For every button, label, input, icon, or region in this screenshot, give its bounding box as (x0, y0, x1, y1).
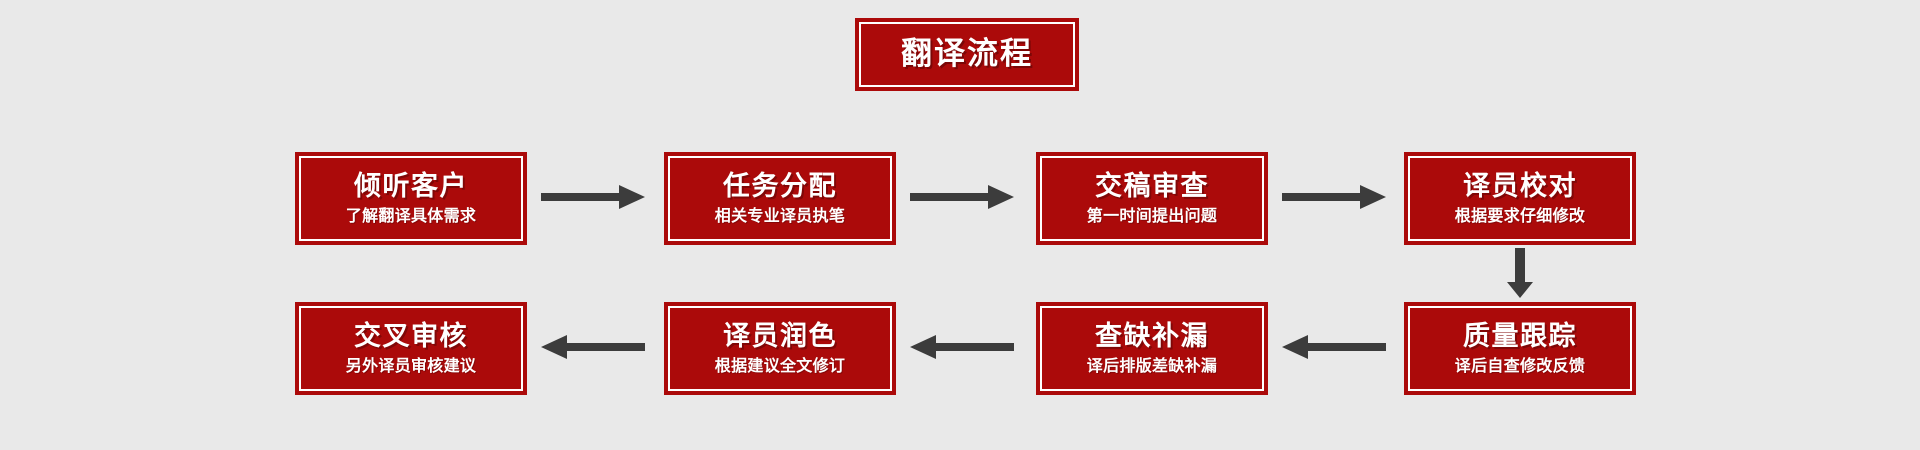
process-step-1-subtitle: 了解翻译具体需求 (345, 205, 477, 225)
process-step-4-subtitle: 根据要求仔细修改 (1454, 205, 1586, 225)
arrow-down-icon (1506, 248, 1534, 298)
process-step-6-subtitle: 译后排版差缺补漏 (1086, 355, 1218, 375)
process-step-6-inner: 查缺补漏 译后排版差缺补漏 (1040, 306, 1264, 391)
process-step-3-subtitle: 第一时间提出问题 (1086, 205, 1218, 225)
arrow-right-icon (1282, 183, 1386, 211)
process-step-2-subtitle: 相关专业译员执笔 (714, 205, 846, 225)
process-step-4-title: 译员校对 (1463, 171, 1577, 203)
process-step-4-inner: 译员校对 根据要求仔细修改 (1408, 156, 1632, 241)
process-step-5-subtitle: 译后自查修改反馈 (1454, 355, 1586, 375)
process-step-1-title: 倾听客户 (354, 171, 468, 203)
process-step-5-title: 质量跟踪 (1463, 321, 1577, 353)
arrow-left-icon (1282, 333, 1386, 361)
process-step-3[interactable]: 交稿审查 第一时间提出问题 (1036, 152, 1268, 245)
process-step-6-title: 查缺补漏 (1095, 321, 1209, 353)
process-step-8-inner: 交叉审核 另外译员审核建议 (299, 306, 523, 391)
process-step-1-inner: 倾听客户 了解翻译具体需求 (299, 156, 523, 241)
flowchart-title-box: 翻译流程 (855, 18, 1079, 91)
process-step-5[interactable]: 质量跟踪 译后自查修改反馈 (1404, 302, 1636, 395)
arrow-left-icon (541, 333, 645, 361)
process-step-2[interactable]: 任务分配 相关专业译员执笔 (664, 152, 896, 245)
process-step-8-subtitle: 另外译员审核建议 (345, 355, 477, 375)
page-title: 翻译流程 (901, 36, 1033, 73)
process-step-1[interactable]: 倾听客户 了解翻译具体需求 (295, 152, 527, 245)
process-step-3-inner: 交稿审查 第一时间提出问题 (1040, 156, 1264, 241)
process-step-5-inner: 质量跟踪 译后自查修改反馈 (1408, 306, 1632, 391)
title-box-inner: 翻译流程 (859, 22, 1075, 87)
process-step-2-title: 任务分配 (723, 171, 837, 203)
arrow-left-icon (910, 333, 1014, 361)
process-step-3-title: 交稿审查 (1095, 171, 1209, 203)
process-step-7[interactable]: 译员润色 根据建议全文修订 (664, 302, 896, 395)
arrow-right-icon (541, 183, 645, 211)
process-step-2-inner: 任务分配 相关专业译员执笔 (668, 156, 892, 241)
process-step-8-title: 交叉审核 (354, 321, 468, 353)
process-step-7-title: 译员润色 (723, 321, 837, 353)
process-step-7-inner: 译员润色 根据建议全文修订 (668, 306, 892, 391)
process-step-7-subtitle: 根据建议全文修订 (714, 355, 846, 375)
process-step-4[interactable]: 译员校对 根据要求仔细修改 (1404, 152, 1636, 245)
process-step-6[interactable]: 查缺补漏 译后排版差缺补漏 (1036, 302, 1268, 395)
process-step-8[interactable]: 交叉审核 另外译员审核建议 (295, 302, 527, 395)
arrow-right-icon (910, 183, 1014, 211)
